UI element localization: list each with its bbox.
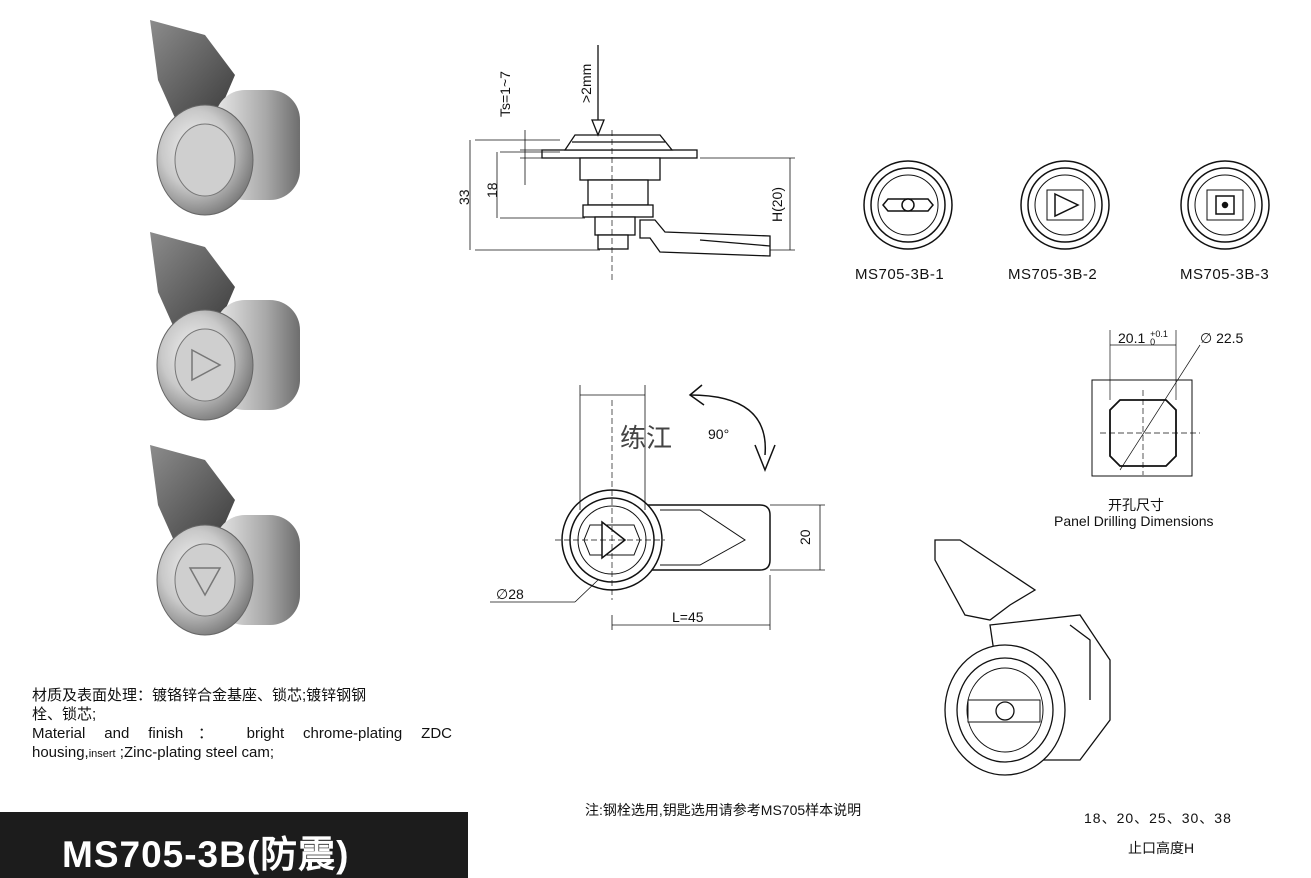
panel-drilling-drawing [1091, 330, 1201, 477]
dim-18-label: 18 [484, 182, 500, 198]
variant-label-3: MS705-3B-3 [1180, 266, 1270, 283]
rotation-label: 90° [708, 426, 730, 442]
drilling-tolerance: +0.1 0 [1150, 329, 1168, 347]
dim-33-label: 33 [456, 189, 472, 205]
drilling-title-cn: 开孔尺寸 [1108, 497, 1164, 513]
material-en-line-2b: ;Zinc-plating steel cam; [115, 744, 275, 761]
height-label: 止口高度H [1128, 840, 1195, 856]
material-en-line-2: housing,insert ;Zinc-plating steel cam; [32, 743, 452, 764]
isometric-render [934, 539, 1111, 776]
variant-label-2: MS705-3B-2 [1008, 266, 1098, 283]
tolerance-lower: 0 [1150, 337, 1156, 347]
side-view-drawing [469, 45, 795, 280]
product-photo-1 [150, 20, 300, 216]
dim-diameter-label: ∅28 [496, 586, 524, 602]
height-values: 18、20、25、30、38 [1084, 810, 1232, 826]
material-cn-line-2: 栓、锁芯; [32, 706, 97, 723]
dim-width-label: 20 [797, 529, 813, 545]
drilling-diameter-dim: ∅ 22.5 [1200, 330, 1244, 346]
front-view-drawing [490, 384, 825, 630]
variant-label-1: MS705-3B-1 [855, 266, 945, 283]
variant-face-2 [1020, 160, 1110, 250]
material-en-line-2-small: insert [88, 748, 116, 760]
material-block: 材质及表面处理：镀铬锌合金基座、锁芯;镀锌钢钢 栓、锁芯; Material a… [32, 686, 452, 764]
product-title-bar: MS705-3B(防震) [0, 812, 468, 878]
drilling-title-en: Panel Drilling Dimensions [1054, 513, 1214, 529]
product-title: MS705-3B(防震) [62, 834, 350, 875]
dim-ts-label: Ts=1~7 [497, 71, 513, 117]
drilling-width-dim: 20.1 +0.1 0 [1118, 329, 1168, 347]
selection-note: 注:钢栓选用,钥匙选用请参考MS705样本说明 [585, 802, 862, 818]
watermark-text: 练江 [620, 424, 673, 454]
material-en-line-1: Material and finish： bright chrome-plati… [32, 725, 452, 742]
material-cn-line-1: 材质及表面处理：镀铬锌合金基座、锁芯;镀锌钢钢 [32, 687, 367, 704]
material-en-line-2a: housing, [32, 744, 89, 761]
product-photo-2 [150, 232, 300, 421]
dim-length-label: L=45 [672, 609, 704, 625]
drilling-width-value: 20.1 [1118, 330, 1146, 346]
variant-face-1 [863, 160, 953, 250]
variant-face-3 [1180, 160, 1270, 250]
dim-gap-label: >2mm [578, 63, 594, 103]
tolerance-upper: +0.1 [1150, 329, 1168, 339]
dim-h-label: H(20) [769, 186, 785, 222]
product-photo-3 [150, 445, 300, 636]
